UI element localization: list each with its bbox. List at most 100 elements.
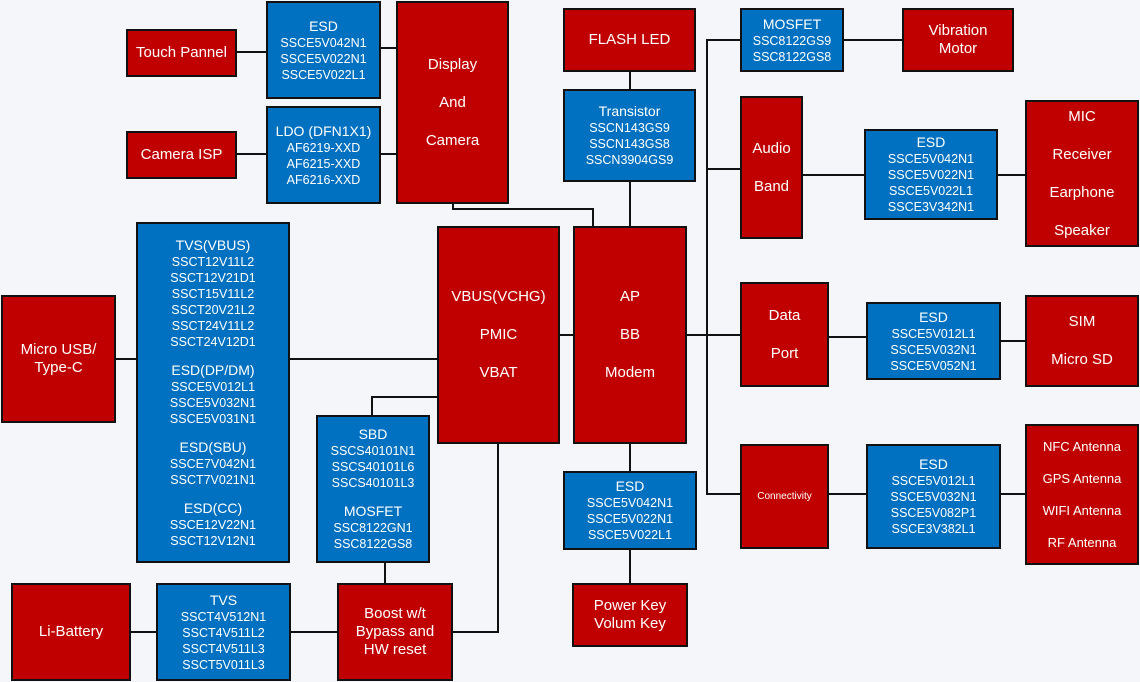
part-number: SSCE5V022L1 [587,528,673,542]
part-number: SSCN143GS9 [589,121,670,135]
part-group-title: MOSFET [343,503,403,519]
part-number: SSCT4V511L3 [182,641,265,656]
block-label-line: Earphone [1049,183,1115,201]
block-ap-bb-modem[interactable]: AP BB Modem [573,226,687,444]
part-number: AF6216-XXD [286,172,361,187]
block-label-line: Connectivity [757,490,812,502]
part-number: SSCE5V012L1 [170,379,256,394]
block-label-line: Port [770,344,799,362]
block-label-line: Display [427,55,478,73]
block-label-line: MIC [1068,107,1096,125]
part-number: SSCE3V382L1 [891,522,976,536]
block-label-line: HW reset [363,641,427,658]
block-label-line: Receiver [1052,145,1112,163]
block-li-battery[interactable]: Li-Battery [11,583,131,681]
part-number: SSCE3V342N1 [887,200,975,214]
part-number: SSCT20V21L2 [171,302,255,317]
block-label-line: BB [619,326,640,343]
part-number: SSCT7V021N1 [170,472,256,487]
part-number: SSCT24V11L2 [171,318,255,333]
part-number: SSCE5V012L1 [891,326,976,341]
part-number: SSCE5V042N1 [887,152,975,166]
block-label-line: VBAT [479,364,518,381]
part-number: SSCN143GS8 [589,137,670,151]
part-number: SSC8122GS8 [752,49,832,64]
block-connectivity[interactable]: Connectivity [740,444,829,549]
block-label-line: Camera [425,131,480,149]
block-label-line: RF Antenna [1047,534,1117,550]
part-number: SSC8122GN1 [333,521,413,535]
block-label-line: Micro USB/ [20,341,97,358]
block-flash-led[interactable]: FLASH LED [563,8,696,72]
part-group-title: ESD [916,134,946,150]
block-label-line: Band [753,177,790,195]
block-label-line: NFC Antenna [1042,438,1122,454]
part-number: SSCE12V22N1 [169,517,257,532]
part-number: SSCS40101N1 [330,444,416,458]
block-label-line: Camera ISP [140,146,223,163]
part-number: SSCN3904GS9 [585,153,674,167]
part-number: SSC8122GS9 [752,33,832,48]
part-number: SSCE5V022N1 [887,168,975,182]
block-label-line: Modem [604,364,656,381]
part-number: SSCS40101L3 [331,476,415,490]
block-label-line: Boost w/t [364,605,426,622]
block-label-line: SIM [1068,313,1096,330]
wire-display-ap [452,203,594,227]
part-number: SSCE5V022N1 [586,512,674,526]
part-group-title: MOSFET [762,15,822,32]
part-number: SSCE5V032N1 [890,490,977,504]
block-camera-isp[interactable]: Camera ISP [126,131,237,179]
block-touch-panel[interactable]: Touch Pannel [126,29,237,77]
block-label-line: Audio [752,139,791,157]
part-group-title: TVS [209,591,238,608]
block-label-line: WIFI Antenna [1042,502,1122,518]
part-group-title: ESD(SBU) [179,438,247,455]
part-number: SSCS40101L6 [331,460,415,474]
block-label-line: AP [619,288,640,305]
part-number: SSCT24V12D1 [170,334,256,349]
part-number: SSCT15V11L2 [171,286,255,301]
part-group-title: Transistor [598,103,661,119]
part-number: SSCT5V011L3 [182,657,265,672]
block-label-line: Bypass and [355,623,435,640]
part-group-title: TVS(VBUS) [175,236,251,253]
part-number: SSCE5V082P1 [890,506,977,520]
block-label-line: Motor [938,40,978,57]
block-label-line: Volum Key [594,615,666,632]
part-group-title: ESD(CC) [183,499,243,516]
part-group-title: ESD [615,478,645,494]
part-group-title: ESD [919,456,948,472]
part-number: AF6219-XXD [286,140,361,155]
part-number: SSCE5V032N1 [890,342,977,357]
part-number: SSCE5V042N1 [280,35,367,50]
wire-pmic-boost [452,443,499,633]
block-micro-usb[interactable]: Micro USB/Type-C [1,295,116,423]
part-group-title: ESD(DP/DM) [171,361,255,378]
part-number: SSCT12V21D1 [170,270,256,285]
block-label-line: And [439,93,466,111]
block-label-line: GPS Antenna [1042,470,1122,486]
